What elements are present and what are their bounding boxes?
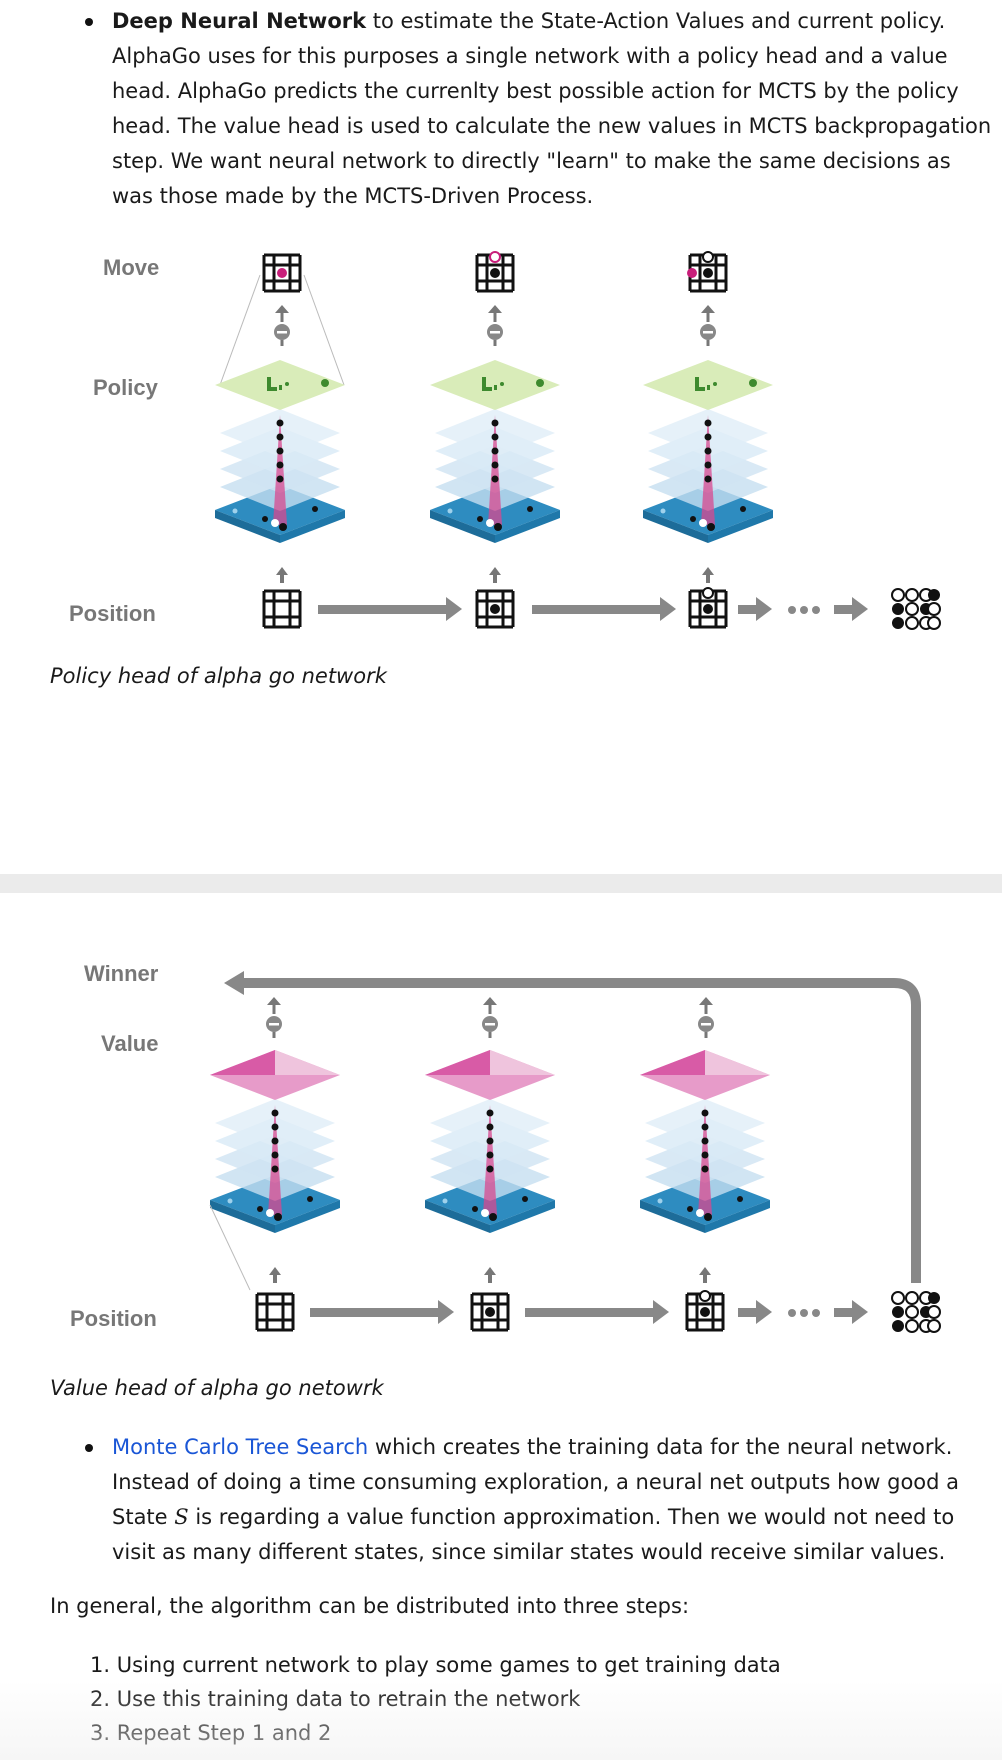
intro-paragraph: In general, the algorithm can be distrib…: [50, 1594, 690, 1618]
policy-column-2: [430, 251, 560, 629]
value-figure-caption: Value head of alpha go netowrk: [50, 1376, 384, 1400]
policy-column-3: [643, 251, 773, 629]
value-column-3: [640, 997, 770, 1332]
value-column-2: [425, 997, 555, 1332]
policy-progression-arrows: [318, 597, 868, 621]
bullet2-text-before: which creates the training data for the …: [112, 1435, 960, 1529]
step-item-2: 2. Use this training data to retrain the…: [90, 1682, 781, 1716]
value-column-1: [209, 997, 340, 1332]
steps-list: 1. Using current network to play some ga…: [90, 1648, 781, 1750]
winner-label: Winner: [84, 961, 159, 986]
step-number-2: 2.: [90, 1687, 111, 1711]
final-board-icon: [891, 588, 941, 630]
bullet-deep-neural-network: Deep Neural Network to estimate the Stat…: [85, 4, 994, 214]
bullet-dot-2: [85, 1444, 93, 1452]
policy-label: Policy: [93, 375, 159, 400]
final-board-icon-2: [891, 1291, 941, 1333]
section-divider: [0, 874, 1002, 893]
bullet-dot: [85, 18, 93, 26]
step-number-3: 3.: [90, 1721, 111, 1745]
policy-figure-caption: Policy head of alpha go network: [50, 664, 387, 688]
bullet-text: to estimate the State-Action Values and …: [112, 9, 992, 208]
value-progression-arrows: [310, 1300, 868, 1324]
policy-head-figure: Move Policy Position: [69, 251, 941, 630]
bullet-bold-term: Deep Neural Network: [112, 9, 367, 33]
position-label: Position: [69, 601, 156, 626]
move-label: Move: [103, 255, 159, 280]
step-item-3: 3. Repeat Step 1 and 2: [90, 1716, 781, 1750]
step-text-1: Using current network to play some games…: [116, 1653, 781, 1677]
step-number-1: 1.: [90, 1653, 111, 1677]
bullet-mcts: Monte Carlo Tree Search which creates th…: [85, 1430, 994, 1570]
bullet2-text-after: is regarding a value function approximat…: [112, 1505, 955, 1564]
mcts-link[interactable]: Monte Carlo Tree Search: [112, 1435, 369, 1459]
policy-column-1: [215, 253, 345, 629]
step-text-3: Repeat Step 1 and 2: [116, 1721, 332, 1745]
value-head-figure: Winner Value Position: [70, 961, 941, 1333]
position-label-2: Position: [70, 1306, 157, 1331]
winner-feedback-arrow: [224, 971, 921, 1283]
step-item-1: 1. Using current network to play some ga…: [90, 1648, 781, 1682]
step-text-2: Use this training data to retrain the ne…: [116, 1687, 581, 1711]
value-label: Value: [101, 1031, 158, 1056]
math-state-s: S: [174, 1505, 189, 1529]
